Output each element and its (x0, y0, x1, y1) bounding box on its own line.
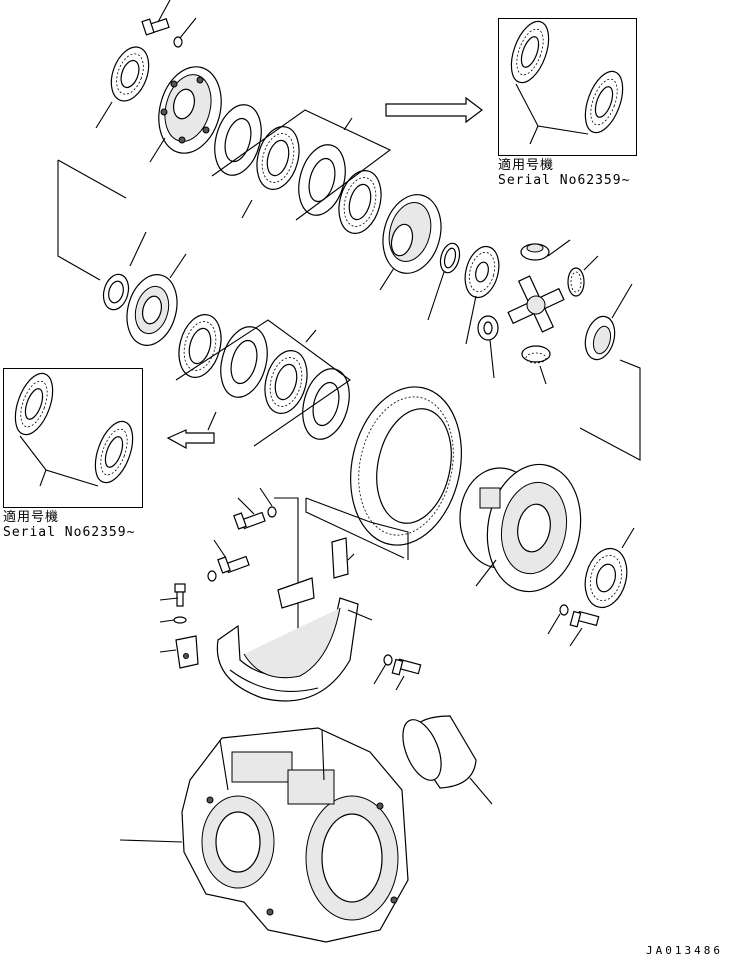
upper-disc-1[interactable] (250, 122, 305, 194)
hub-ring-small[interactable] (100, 272, 132, 313)
seal-ring-upper[interactable] (95, 42, 156, 129)
inset-frame-right (498, 18, 637, 156)
bolt-c[interactable] (159, 583, 186, 607)
clutch-piston[interactable] (375, 188, 450, 291)
retainer-plate[interactable] (149, 60, 231, 163)
upper-stack-leaders (211, 109, 392, 221)
inset-frame-left (3, 368, 143, 508)
axle-housing[interactable] (119, 727, 409, 943)
top-bolt[interactable] (141, 0, 171, 36)
pinion-top[interactable] (520, 239, 571, 261)
ring-gear[interactable] (305, 377, 475, 560)
bracket-small[interactable] (159, 635, 199, 669)
arrow-left (166, 429, 215, 450)
drawing-code: JA013486 (646, 944, 723, 957)
serial-note-left: 適用号機 Serial No62359~ (3, 510, 135, 540)
lower-plate-2[interactable] (295, 364, 356, 445)
clutch-hub[interactable] (120, 253, 187, 351)
upper-disc-2[interactable] (332, 166, 387, 238)
pinion-right[interactable] (567, 255, 599, 297)
case-bolt[interactable] (547, 604, 600, 647)
bearing-sleeve[interactable] (395, 714, 493, 805)
differential-case[interactable] (459, 457, 590, 599)
lower-stack-leaders (175, 319, 351, 447)
lower-disc-2[interactable] (258, 346, 313, 418)
upper-plate-2[interactable] (291, 140, 352, 221)
applicable-model-label: 適用号機 (3, 510, 60, 525)
serial-note-right: 適用号機 Serial No62359~ (498, 158, 630, 188)
thrust-washer[interactable] (477, 315, 499, 379)
inset-left-parts (14, 372, 134, 487)
seal-ring-right[interactable] (579, 527, 635, 612)
inset-right-parts (510, 20, 624, 145)
cover-bolt[interactable] (373, 654, 422, 691)
hub-bracket-leader (57, 159, 147, 281)
top-washer[interactable] (173, 17, 197, 48)
side-gear-lower[interactable] (579, 283, 641, 461)
washer-c[interactable] (159, 616, 187, 624)
mount-bracket[interactable] (277, 537, 355, 609)
side-gear-upper[interactable] (460, 243, 504, 345)
pinion-bottom[interactable] (521, 345, 551, 385)
serial-number-text: Serial No62359~ (498, 173, 631, 188)
applicable-model-label: 適用号機 (498, 158, 555, 173)
upper-plate-1[interactable] (207, 100, 268, 181)
lower-disc-1[interactable] (172, 310, 227, 382)
arrow-right (385, 96, 483, 124)
gear-cover[interactable] (216, 597, 373, 702)
bolt-b[interactable] (207, 539, 250, 582)
lower-plate-1[interactable] (213, 322, 274, 403)
spider-cross[interactable] (507, 275, 565, 333)
bolt-a[interactable] (233, 487, 277, 530)
serial-number-text: Serial No62359~ (3, 525, 136, 540)
snap-ring[interactable] (427, 241, 463, 321)
